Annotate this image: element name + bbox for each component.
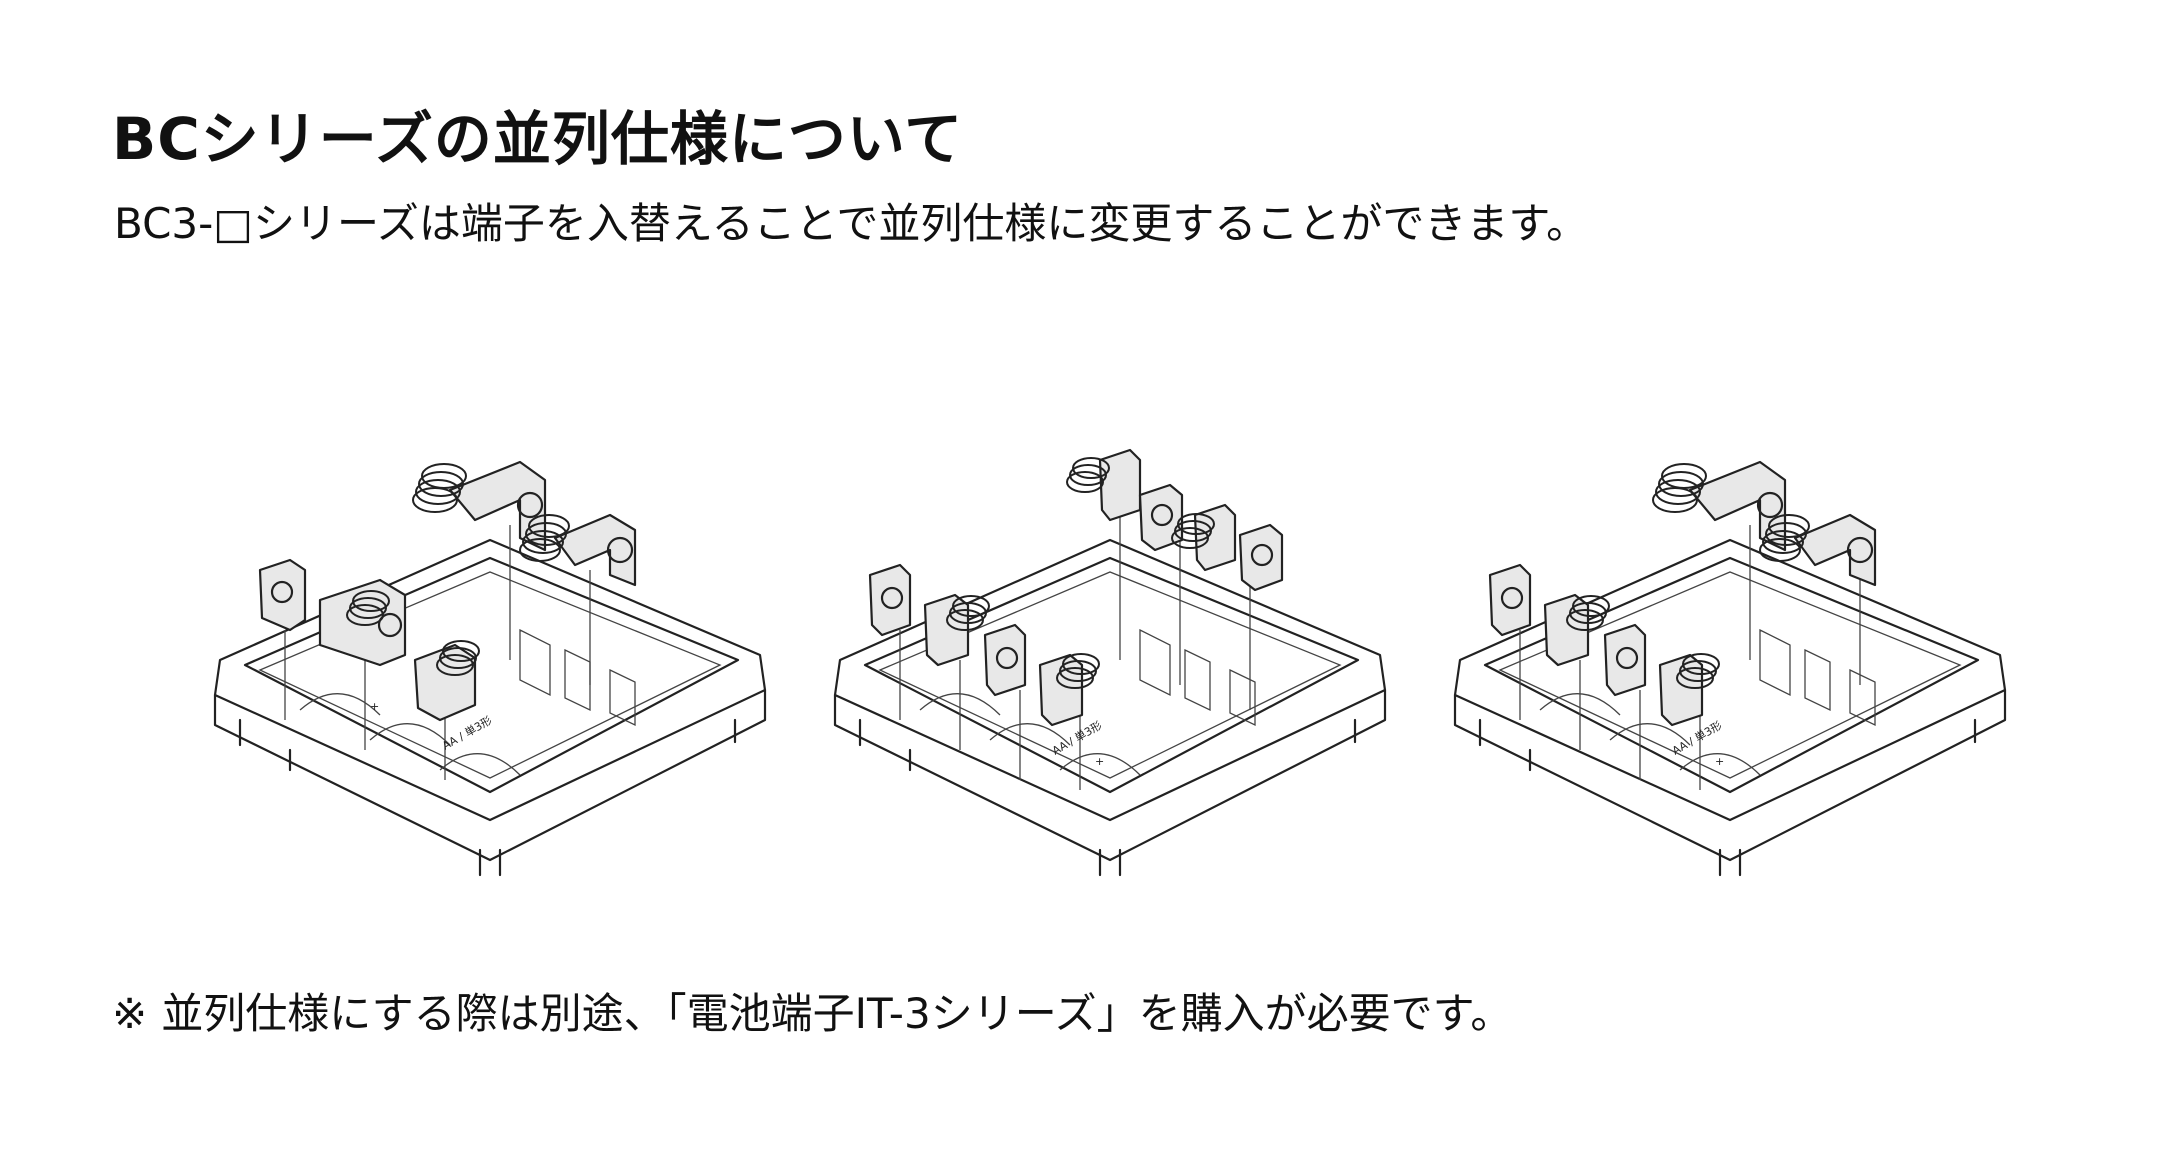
reference-mark: ※ xyxy=(112,989,148,1038)
battery-holder-diagram-3: AA / 単3形 + xyxy=(1453,460,2007,877)
battery-type-label: AA / 単3形 xyxy=(440,713,495,753)
battery-holder-figures: AA / 単3形 + xyxy=(190,420,2050,880)
battery-holder-diagram-2: AA / 単3形 + xyxy=(833,448,1387,877)
battery-holder-figure-2: AA / 単3形 + xyxy=(810,420,1410,880)
battery-holder-figure-1: AA / 単3形 + xyxy=(190,420,790,880)
polarity-label: + xyxy=(370,700,379,713)
page-title: BCシリーズの並列仕様について xyxy=(112,105,964,173)
polarity-label: + xyxy=(1715,755,1724,768)
battery-holder-diagram-1: AA / 単3形 + xyxy=(213,460,767,877)
footnote: ※ 並列仕様にする際は別途、「電池端子IT-3シリーズ」を購入が必要です。 xyxy=(112,980,1512,1041)
polarity-label: + xyxy=(1095,755,1104,768)
page-subtitle: BC3-□シリーズは端子を入替えることで並列仕様に変更することができます。 xyxy=(114,199,1589,248)
footnote-text: 並列仕様にする際は別途、「電池端子IT-3シリーズ」を購入が必要です。 xyxy=(161,989,1513,1038)
battery-holder-figure-3: AA / 単3形 + xyxy=(1430,420,2030,880)
